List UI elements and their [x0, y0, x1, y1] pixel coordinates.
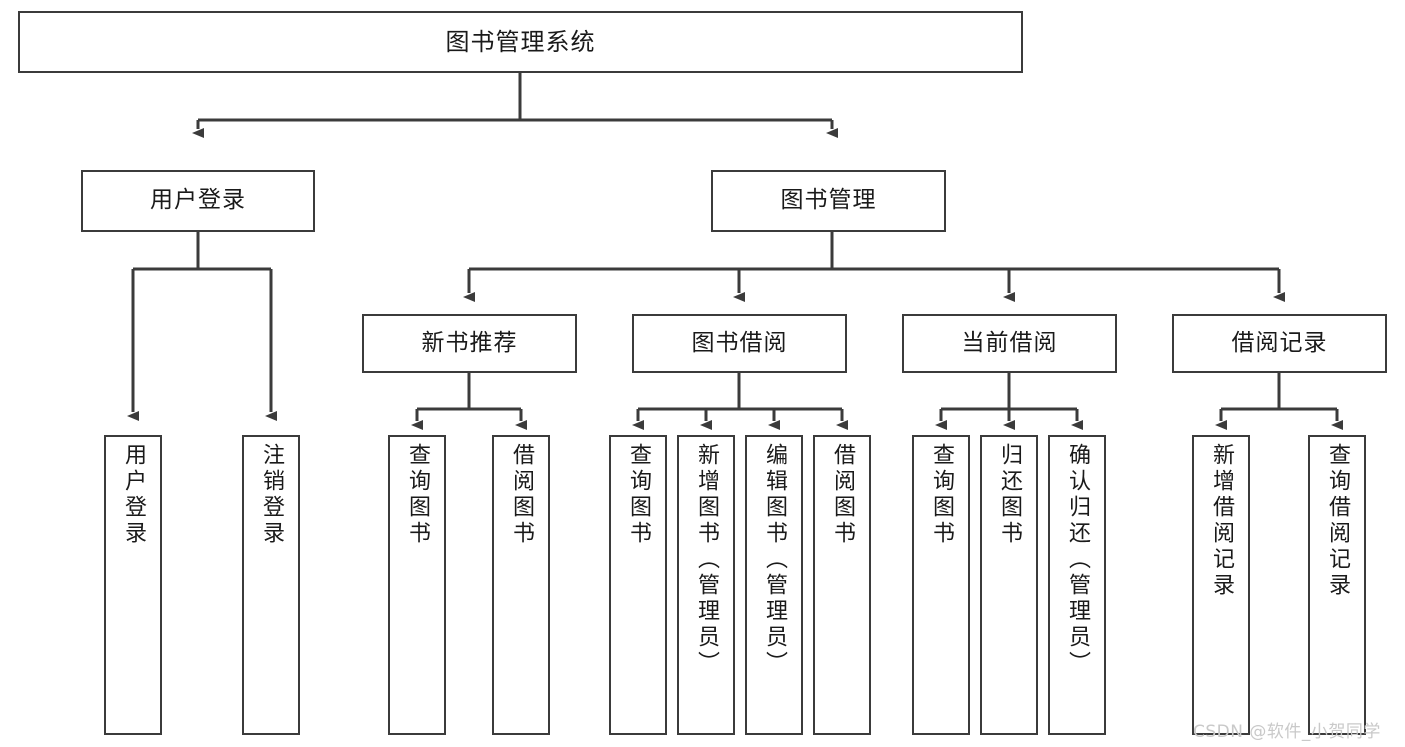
- node-leaf-borrow-book-2[interactable]: 借阅图书: [813, 435, 871, 735]
- node-label: 借阅图书: [830, 443, 855, 547]
- node-label: 图书借阅: [691, 329, 788, 356]
- node-user-login[interactable]: 用户登录: [81, 170, 315, 232]
- node-new-book-recommend[interactable]: 新书推荐: [362, 314, 577, 373]
- node-label: 新增借阅记录: [1209, 443, 1234, 599]
- node-label: 图书管理系统: [445, 27, 596, 56]
- node-label: 新书推荐: [421, 329, 518, 356]
- node-leaf-query-book-3[interactable]: 查询图书: [912, 435, 970, 735]
- node-label: 图书管理: [780, 187, 877, 214]
- node-label: 借阅图书: [509, 443, 534, 547]
- csdn-watermark: CSDN @软件_小贺同学: [1193, 722, 1381, 742]
- node-label: 编辑图书（管理员）: [762, 443, 787, 677]
- node-leaf-edit-book-admin[interactable]: 编辑图书（管理员）: [745, 435, 803, 735]
- node-label: 用户登录: [121, 443, 146, 547]
- node-label: 用户登录: [150, 187, 246, 214]
- node-leaf-confirm-return-admin[interactable]: 确认归还（管理员）: [1048, 435, 1106, 735]
- node-leaf-query-borrow-record[interactable]: 查询借阅记录: [1308, 435, 1366, 735]
- node-borrow-record[interactable]: 借阅记录: [1172, 314, 1387, 373]
- node-leaf-borrow-book-1[interactable]: 借阅图书: [492, 435, 550, 735]
- node-label: 查询图书: [626, 443, 651, 547]
- node-label: 注销登录: [259, 443, 284, 547]
- node-book-borrow[interactable]: 图书借阅: [632, 314, 847, 373]
- node-label: 确认归还（管理员）: [1065, 443, 1090, 677]
- node-leaf-query-book-2[interactable]: 查询图书: [609, 435, 667, 735]
- node-leaf-query-book-1[interactable]: 查询图书: [388, 435, 446, 735]
- node-label: 借阅记录: [1231, 329, 1328, 356]
- node-leaf-return-book[interactable]: 归还图书: [980, 435, 1038, 735]
- node-label: 新增图书（管理员）: [694, 443, 719, 677]
- node-book-management-system[interactable]: 图书管理系统: [18, 11, 1023, 73]
- node-label: 查询图书: [405, 443, 430, 547]
- node-label: 归还图书: [997, 443, 1022, 547]
- node-label: 查询借阅记录: [1325, 443, 1350, 599]
- node-label: 查询图书: [929, 443, 954, 547]
- node-leaf-add-borrow-record[interactable]: 新增借阅记录: [1192, 435, 1250, 735]
- node-leaf-logout-login[interactable]: 注销登录: [242, 435, 300, 735]
- node-label: 当前借阅: [961, 329, 1058, 356]
- node-current-borrow[interactable]: 当前借阅: [902, 314, 1117, 373]
- node-book-management[interactable]: 图书管理: [711, 170, 946, 232]
- node-leaf-user-login[interactable]: 用户登录: [104, 435, 162, 735]
- node-leaf-add-book-admin[interactable]: 新增图书（管理员）: [677, 435, 735, 735]
